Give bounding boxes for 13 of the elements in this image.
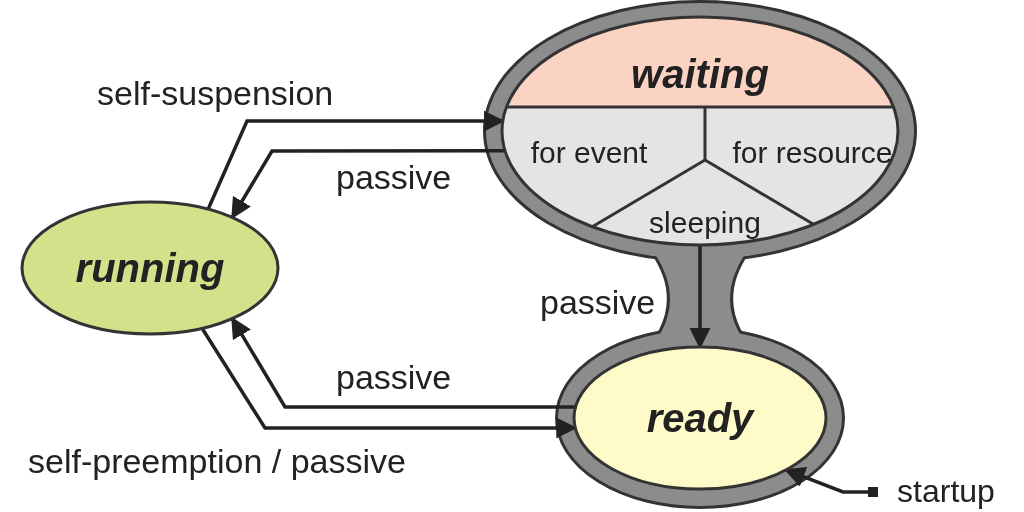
state-name: running [74, 245, 226, 292]
state-name: sleeping [648, 205, 762, 242]
arrow [230, 316, 576, 409]
state-name: startup [896, 472, 996, 512]
state-name: for resource [731, 134, 894, 171]
state-ellipse [20, 200, 280, 336]
arrow [206, 110, 505, 210]
state-name: waiting [630, 51, 770, 98]
arrow [230, 149, 505, 220]
state-name: for event [529, 134, 649, 171]
arrow [783, 466, 879, 498]
state-name: ready [645, 395, 756, 442]
state-ellipse [572, 345, 828, 491]
